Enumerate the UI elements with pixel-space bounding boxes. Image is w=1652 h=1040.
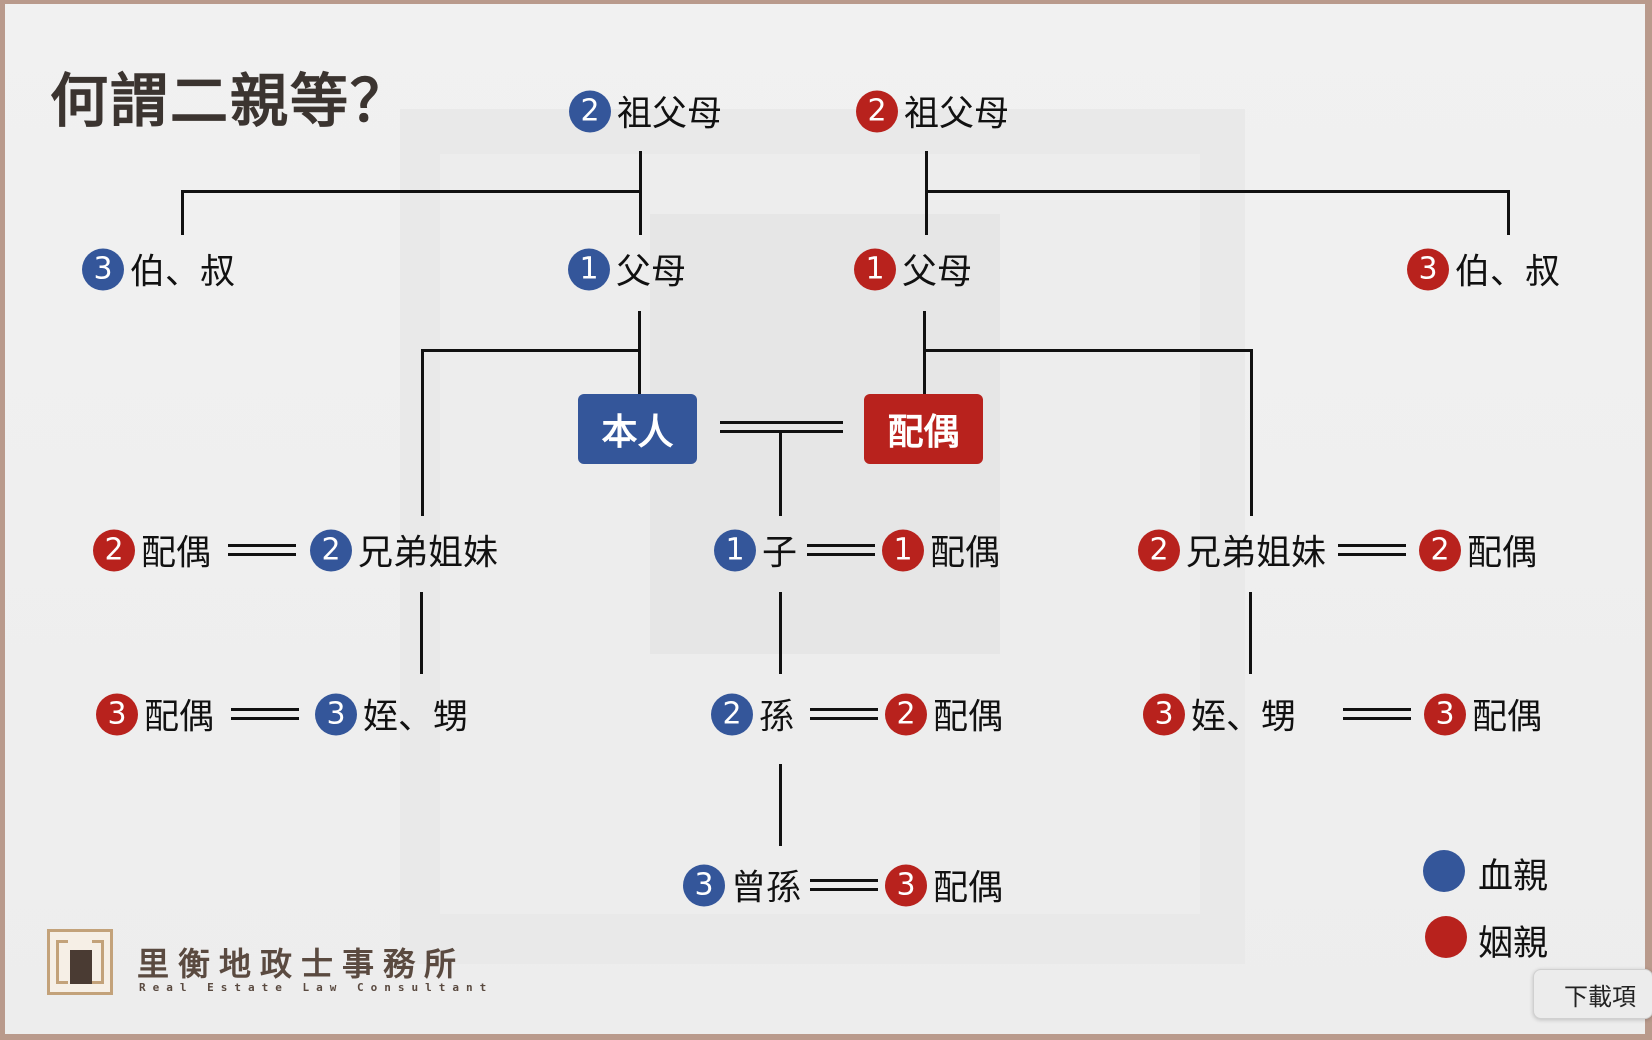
connector [923,349,1253,352]
degree-badge: 2 [856,90,898,132]
node-label: 父母 [902,252,973,293]
node-label: 祖父母 [617,94,723,135]
marriage-line [810,708,878,720]
node-label: 配偶 [933,868,1004,909]
legend-blood-dot [1423,850,1465,892]
node-label: 配偶 [1472,697,1543,738]
degree-badge: 3 [82,248,124,290]
node-label: 配偶 [1467,533,1538,574]
degree-badge: 3 [1143,693,1185,735]
node-label: 配偶 [930,533,1001,574]
connector [421,349,641,352]
node-label: 配偶 [933,697,1004,738]
connector [638,311,641,395]
marriage-line [807,544,875,556]
connector [1249,592,1252,674]
connector [925,151,928,235]
legend-blood-label: 血親 [1478,857,1549,897]
connector [779,764,782,846]
self-box: 本人 [578,394,697,464]
marriage-line [228,544,296,556]
node-label: 姪、甥 [363,697,469,738]
spouse-box: 配偶 [864,394,983,464]
degree-badge: 1 [882,529,924,571]
connector [639,151,642,235]
connector [925,190,1510,193]
degree-badge: 2 [310,529,352,571]
degree-badge: 1 [568,248,610,290]
page-title: 何謂二親等？ [50,67,411,135]
degree-badge: 1 [714,529,756,571]
degree-badge: 2 [1419,529,1461,571]
connector [1250,349,1253,516]
degree-badge: 2 [93,529,135,571]
degree-badge: 3 [885,864,927,906]
degree-badge: 3 [1407,248,1449,290]
degree-badge: 3 [315,693,357,735]
connector [1507,190,1510,235]
node-label: 兄弟姐妹 [358,533,499,574]
node-label: 兄弟姐妹 [1186,533,1327,574]
logo-name: 里衡地政士事務所 [137,945,466,983]
node-label: 孫 [759,697,795,738]
marriage-line [810,879,878,891]
marriage-line [720,421,843,433]
connector [779,432,782,516]
node-label: 配偶 [144,697,215,738]
node-label: 伯、叔 [1455,252,1561,293]
connector [779,592,782,674]
node-label: 伯、叔 [130,252,236,293]
connector [923,311,926,395]
marriage-line [231,708,299,720]
connector [181,190,184,235]
degree-badge: 2 [569,90,611,132]
downloads-tooltip[interactable]: 下載項 [1533,969,1652,1019]
marriage-line [1343,708,1411,720]
node-label: 祖父母 [904,94,1010,135]
degree-badge: 2 [1138,529,1180,571]
connector [181,190,642,193]
degree-badge: 2 [885,693,927,735]
logo-subtitle: Real Estate Law Consultant [139,981,494,994]
connector [421,349,424,516]
legend-marriage-dot [1425,916,1467,958]
node-label: 父母 [616,252,687,293]
degree-badge: 3 [96,693,138,735]
node-label: 姪、甥 [1191,697,1297,738]
node-label: 配偶 [141,533,212,574]
node-label: 曾孫 [731,868,802,909]
degree-badge: 1 [854,248,896,290]
connector [420,592,423,674]
logo-icon [47,929,113,995]
degree-badge: 3 [1424,693,1466,735]
degree-badge: 2 [711,693,753,735]
legend-marriage-label: 姻親 [1478,924,1549,964]
degree-badge: 3 [683,864,725,906]
node-label: 子 [762,533,798,574]
marriage-line [1338,544,1406,556]
